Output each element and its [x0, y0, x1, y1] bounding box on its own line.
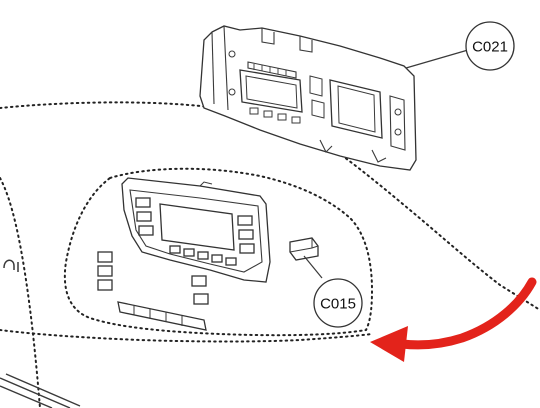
arrow-shaft: [397, 277, 537, 350]
housing-left-edge: [0, 177, 41, 408]
rail-part: [0, 373, 81, 408]
hook-part: [3, 259, 19, 272]
key-strip: [117, 301, 207, 331]
callout-c015-label: C015: [320, 296, 356, 313]
board-frame: [199, 25, 417, 171]
callout-c021: C021: [465, 21, 515, 71]
control-panel-part: [121, 177, 271, 283]
housing-outline: [0, 101, 540, 408]
callout-c015-leader: [303, 255, 323, 279]
loose-buttons: [97, 237, 319, 331]
arrow-head: [370, 326, 408, 362]
callout-c021-leader: [405, 49, 469, 69]
housing-lower-edge: [0, 329, 373, 343]
callout-c015: C015: [313, 278, 363, 328]
panel-assembly-outline: [63, 167, 374, 337]
panel-screen: [159, 203, 235, 251]
control-board-part: [199, 25, 417, 171]
housing-top-edge: [0, 101, 540, 311]
board-display: [239, 69, 303, 113]
direction-arrow: [370, 277, 537, 362]
callout-c021-label: C021: [472, 39, 508, 56]
